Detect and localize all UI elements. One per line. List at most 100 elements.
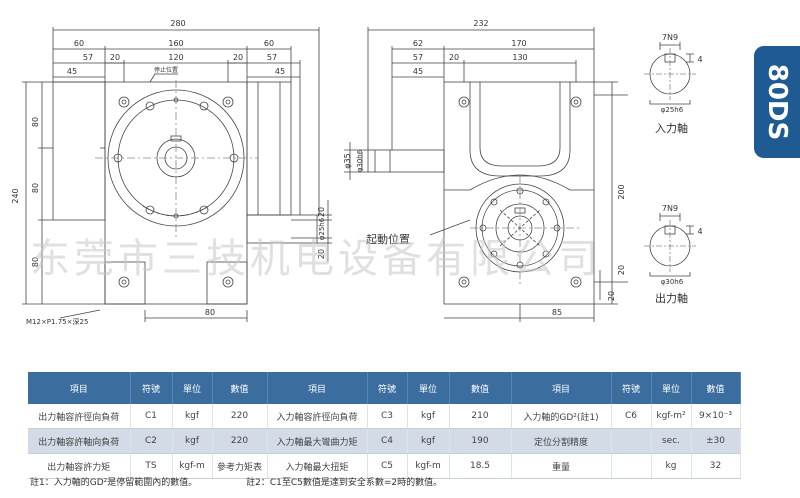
front-dim-60-left: 60 bbox=[74, 39, 84, 48]
output-shaft-depth: 4 bbox=[697, 227, 702, 236]
footnote-2: 註2：C1至C5數值是達到安全系數=2時的數值。 bbox=[246, 478, 443, 488]
input-shaft-depth: 4 bbox=[697, 55, 702, 64]
table-cell: 9×10⁻³ bbox=[691, 404, 741, 429]
front-dim-80-c: 80 bbox=[31, 257, 40, 267]
front-dim-240: 240 bbox=[11, 188, 20, 203]
side-dim-85: 85 bbox=[552, 308, 562, 317]
side-dim-57: 57 bbox=[413, 53, 423, 62]
side-input-shaft bbox=[367, 149, 445, 173]
table-cell: 參考力矩表 bbox=[212, 453, 268, 479]
side-dim-62: 62 bbox=[413, 39, 423, 48]
front-dim-57-left: 57 bbox=[83, 53, 93, 62]
spec-table-header: 項目 符號 單位 數值 項目 符號 單位 數值 項目 符號 單位 數值 bbox=[28, 372, 741, 404]
technical-drawing: 280 60 160 60 57 20 120 20 57 45 45 240 … bbox=[11, 19, 703, 326]
table-cell: TS bbox=[130, 453, 173, 479]
series-tab: 80DS bbox=[754, 46, 800, 158]
side-dim-phi30: φ30h6 bbox=[356, 149, 364, 172]
series-tab-label: 80DS bbox=[762, 63, 792, 141]
input-shaft-caption: 入力軸 bbox=[655, 121, 688, 135]
table-cell: kgf-m bbox=[407, 453, 450, 479]
table-cell bbox=[611, 453, 652, 479]
table-cell: kgf bbox=[172, 428, 213, 454]
table-cell: 18.5 bbox=[449, 453, 512, 479]
header-item-1: 項目 bbox=[28, 372, 131, 404]
output-shaft-key: 7N9 bbox=[662, 204, 678, 213]
front-right-shaft-housing bbox=[246, 81, 292, 216]
side-dim-phi35: φ35 bbox=[343, 153, 352, 168]
table-cell: kgf bbox=[407, 428, 450, 454]
table-cell: C3 bbox=[367, 404, 408, 429]
table-row: 出力軸容許徑向負荷 C1 kgf 220 入力軸容許徑向負荷 C3 kgf 21… bbox=[28, 404, 741, 429]
table-row: 出力軸容許軸向負荷 C2 kgf 220 入力軸最大彎曲力矩 C4 kgf 19… bbox=[28, 428, 741, 454]
table-cell: C4 bbox=[367, 428, 408, 454]
header-symbol-2: 符號 bbox=[367, 372, 408, 404]
table-cell: 出力軸容許徑向負荷 bbox=[28, 404, 131, 429]
table-row: 出力軸容許力矩 TS kgf-m 參考力矩表 入力軸最大扭矩 C5 kgf-m … bbox=[28, 453, 741, 479]
side-dim-232: 232 bbox=[473, 19, 488, 28]
side-dim-20-top: 20 bbox=[617, 265, 626, 275]
front-dim-80-bottom: 80 bbox=[205, 308, 215, 317]
table-cell: kgf-m² bbox=[651, 404, 692, 429]
input-shaft-dia: φ25h6 bbox=[661, 106, 684, 114]
table-cell: 入力軸最大扭矩 bbox=[267, 453, 368, 479]
header-value-1: 數值 bbox=[212, 372, 268, 404]
footnotes: 註1：入力軸的GD²是停留範圍內的數值。 註2：C1至C5數值是達到安全系數=2… bbox=[30, 475, 488, 488]
table-cell bbox=[611, 428, 652, 454]
side-cam-cover bbox=[469, 82, 571, 177]
table-cell: C6 bbox=[611, 404, 652, 429]
table-cell: 220 bbox=[212, 404, 268, 429]
table-cell: 出力軸容許力矩 bbox=[28, 453, 131, 479]
side-dim-130: 130 bbox=[512, 53, 527, 62]
header-symbol-1: 符號 bbox=[130, 372, 173, 404]
table-cell: kgf bbox=[407, 404, 450, 429]
output-shaft-caption: 出力軸 bbox=[655, 291, 688, 305]
front-dim-20-left: 20 bbox=[110, 53, 120, 62]
front-dim-45-right: 45 bbox=[275, 67, 285, 76]
header-unit-1: 單位 bbox=[172, 372, 213, 404]
front-dim-45-left: 45 bbox=[67, 67, 77, 76]
table-cell: C1 bbox=[130, 404, 173, 429]
table-cell: kgf-m bbox=[172, 453, 213, 479]
side-dim-20-bottom: 20 bbox=[607, 291, 616, 301]
front-dim-shaft-dia: φ25h6 bbox=[318, 217, 326, 240]
side-dim-170: 170 bbox=[511, 39, 526, 48]
table-cell: C2 bbox=[130, 428, 173, 454]
input-shaft-key: 7N9 bbox=[662, 33, 678, 42]
table-cell: 重量 bbox=[511, 453, 612, 479]
table-cell: 220 bbox=[212, 428, 268, 454]
output-shaft-dia: φ30h6 bbox=[661, 278, 684, 286]
header-value-2: 數值 bbox=[449, 372, 512, 404]
header-item-3: 項目 bbox=[511, 372, 612, 404]
front-base-left bbox=[104, 261, 146, 305]
table-cell: 入力軸最大彎曲力矩 bbox=[267, 428, 368, 454]
header-symbol-3: 符號 bbox=[611, 372, 652, 404]
front-dim-20-right: 20 bbox=[233, 53, 243, 62]
table-cell: kgf bbox=[172, 404, 213, 429]
table-cell: kg bbox=[651, 453, 692, 479]
side-dim-200: 200 bbox=[617, 184, 626, 199]
side-housing bbox=[443, 81, 595, 305]
spec-table: 項目 符號 單位 數值 項目 符號 單位 數值 項目 符號 單位 數值 出力軸容… bbox=[28, 372, 741, 479]
front-dim-57-right: 57 bbox=[267, 53, 277, 62]
front-dim-80-b: 80 bbox=[31, 183, 40, 193]
front-dim-80-a: 80 bbox=[31, 117, 40, 127]
table-cell: sec. bbox=[651, 428, 692, 454]
table-cell: 210 bbox=[449, 404, 512, 429]
front-dim-20-r-bottom: 20 bbox=[317, 249, 326, 259]
table-cell: 32 bbox=[691, 453, 741, 479]
front-output-shaft bbox=[246, 214, 318, 244]
header-value-3: 數值 bbox=[691, 372, 741, 404]
table-cell: 入力軸的GD²(註1) bbox=[511, 404, 612, 429]
header-unit-3: 單位 bbox=[651, 372, 692, 404]
front-dim-160: 160 bbox=[168, 39, 183, 48]
side-start-position-label: 起動位置 bbox=[366, 232, 410, 246]
front-side-plate bbox=[52, 81, 106, 221]
watermark: 东莞市三技机电设备有限公司 bbox=[30, 236, 602, 282]
table-cell: ±30 bbox=[691, 428, 741, 454]
table-cell: 入力軸容許徑向負荷 bbox=[267, 404, 368, 429]
front-stop-position-label: 停止位置 bbox=[154, 66, 178, 74]
table-cell: C5 bbox=[367, 453, 408, 479]
front-dim-120: 120 bbox=[168, 53, 183, 62]
side-dim-20: 20 bbox=[449, 53, 459, 62]
front-dim-60-right: 60 bbox=[264, 39, 274, 48]
